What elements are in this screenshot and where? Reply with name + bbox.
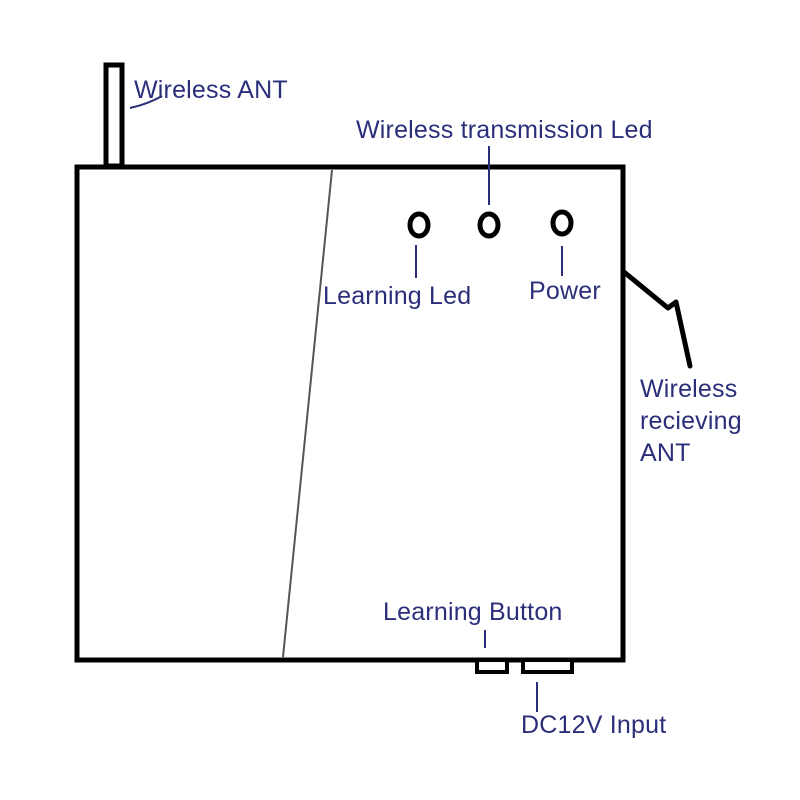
label-power: Power xyxy=(529,277,601,305)
learning-led-indicator xyxy=(407,211,431,239)
enclosure-divider-line xyxy=(282,169,333,658)
device-enclosure xyxy=(74,164,626,663)
label-wireless-receiving-ant-line3: ANT xyxy=(640,439,691,467)
label-wireless-transmission-led: Wireless transmission Led xyxy=(356,116,653,144)
label-wireless-ant: Wireless ANT xyxy=(134,76,288,104)
dc12v-input-jack xyxy=(521,658,574,674)
wireless-antenna xyxy=(103,62,125,169)
transmission-led-indicator xyxy=(477,211,501,239)
power-led-indicator xyxy=(550,209,574,237)
label-wireless-receiving-ant-line2: recieving xyxy=(640,407,742,435)
label-wireless-receiving-ant-line1: Wireless xyxy=(640,375,738,403)
learning-button xyxy=(475,658,509,674)
wireless-ant-leader xyxy=(129,95,163,109)
label-learning-button: Learning Button xyxy=(383,598,563,626)
receiving-antenna-wire xyxy=(621,269,693,369)
label-learning-led: Learning Led xyxy=(323,282,472,310)
label-dc12v-input: DC12V Input xyxy=(521,711,667,739)
